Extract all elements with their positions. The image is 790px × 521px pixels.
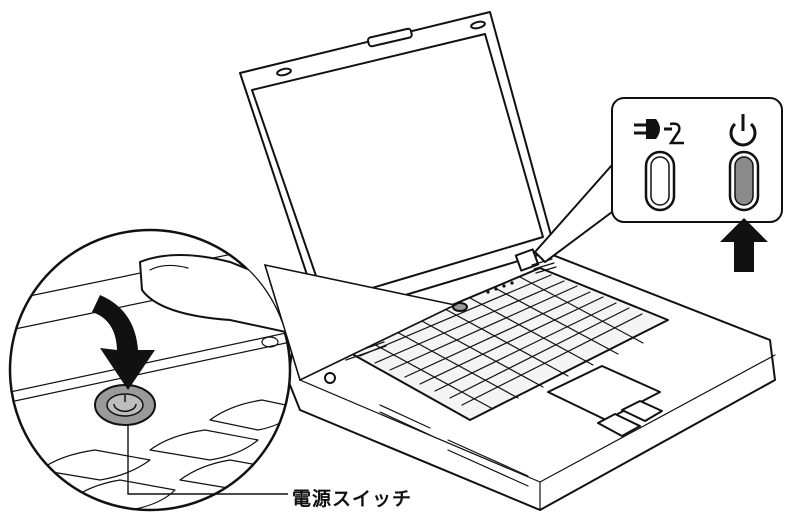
- power-standby-icon: [729, 114, 757, 147]
- laptop-base-front-edge: [299, 354, 776, 511]
- keyboard: [344, 267, 669, 421]
- magnified-indicator: [261, 336, 279, 348]
- indicator-inset: [534, 97, 783, 272]
- touchpad-button-right: [621, 400, 663, 422]
- dc-in-power-plug-icon: [634, 119, 684, 145]
- power-indicator-lit: [734, 156, 754, 206]
- laptop-power-button[interactable]: [452, 302, 468, 312]
- laptop-screen: [251, 33, 544, 303]
- lid-bumper-right: [470, 20, 486, 30]
- up-arrow-icon: [720, 218, 768, 272]
- side-jack: [324, 372, 336, 384]
- status-lights: [486, 281, 514, 294]
- dc-in-indicator: [644, 150, 676, 212]
- laptop: [239, 11, 776, 511]
- magnified-power-switch: [8, 228, 458, 512]
- lid-bumper-left: [276, 67, 292, 77]
- inset-leader: [534, 164, 613, 263]
- label-leader-line: [127, 425, 288, 495]
- touchpad-button-left: [597, 413, 641, 437]
- power-switch-label: 電源スイッチ: [292, 488, 413, 510]
- side-ports: [379, 404, 529, 487]
- lid-latch: [367, 27, 413, 48]
- press-arrow-icon: [92, 295, 155, 390]
- keyboard-key-grid: [359, 274, 644, 410]
